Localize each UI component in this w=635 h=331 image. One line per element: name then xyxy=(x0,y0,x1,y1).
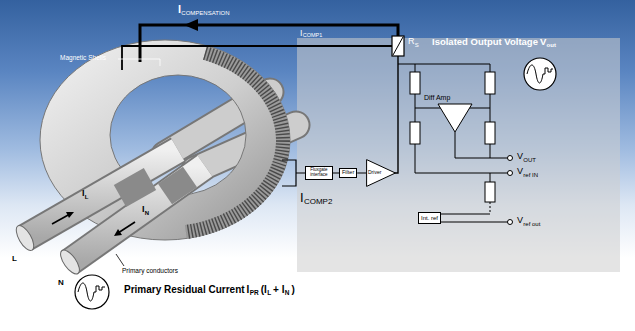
compensation-wire xyxy=(140,25,398,62)
current-subscript: N xyxy=(145,210,149,216)
pin-name: V xyxy=(517,216,523,225)
pin-subscript: ref out xyxy=(523,221,540,227)
conductor-n-band xyxy=(165,177,190,194)
node-text: Driver xyxy=(368,170,381,175)
current-arrow xyxy=(118,222,135,233)
arrow-head xyxy=(66,212,74,218)
current-subscript: L xyxy=(85,194,89,200)
resistor-symbol xyxy=(485,182,495,202)
terminal xyxy=(508,156,513,161)
current-symbol: I xyxy=(247,285,250,295)
node-text: Filter xyxy=(342,170,354,176)
resistor-symbol xyxy=(410,72,420,94)
terminal xyxy=(508,220,513,225)
filter-box: Filter xyxy=(339,168,357,179)
waveform-scope xyxy=(75,58,556,309)
reference-box: Int. ref xyxy=(418,212,441,223)
formula-text: ) xyxy=(292,285,295,295)
winding-body xyxy=(186,53,283,232)
wire xyxy=(398,64,490,72)
pin-subscript: OUT xyxy=(523,157,536,163)
current-subscript: N xyxy=(285,290,290,297)
resistor-symbol xyxy=(410,72,495,202)
conductor-near xyxy=(13,150,205,277)
driver-output-wire xyxy=(385,56,398,173)
electronics-panel xyxy=(297,38,620,272)
part-name: Magnetic Shells xyxy=(60,55,106,62)
formula-text: + I xyxy=(273,285,284,295)
triangle-outline xyxy=(367,160,396,187)
conductor-n-body xyxy=(70,166,205,262)
leader-line xyxy=(116,254,124,266)
current-symbol: I xyxy=(82,189,85,198)
resistor-symbol xyxy=(485,122,495,144)
interface-box: Fluxgate interface xyxy=(305,166,333,180)
shunt-resistor-mark xyxy=(393,37,403,55)
formula-text: (I xyxy=(261,285,267,295)
conductor-l-end xyxy=(13,223,37,253)
pin-name: V xyxy=(517,167,523,176)
conductor-name: L xyxy=(12,255,17,263)
current-subscript: COMPENSATION xyxy=(181,10,229,16)
output-title: Isolated Output Voltage xyxy=(432,37,538,47)
pin-name: V xyxy=(517,152,523,161)
current-subscript: L xyxy=(267,290,271,297)
waveform xyxy=(527,65,553,83)
part-name: Diff Amp xyxy=(424,94,450,101)
resistor-symbol xyxy=(485,72,495,94)
current-symbol: I xyxy=(300,29,302,38)
scope-circle xyxy=(524,58,556,90)
driver-amplifier: Driver xyxy=(366,159,396,187)
signal-wire xyxy=(357,172,366,173)
voltage-symbol: V xyxy=(540,37,546,47)
winding-turns xyxy=(186,53,283,232)
leader-line xyxy=(118,59,160,66)
conductor-n-body xyxy=(70,166,205,262)
wire xyxy=(455,132,510,158)
formula-text: Primary Residual Current xyxy=(124,285,245,295)
node-text: Fluxgate interface xyxy=(308,168,330,177)
conductor-n-end xyxy=(57,247,83,277)
arrow-head xyxy=(114,229,122,236)
conductor-name: N xyxy=(58,279,64,287)
wire xyxy=(440,214,510,222)
scope-circle xyxy=(75,275,109,309)
conductor-l-band xyxy=(120,179,150,196)
voltage-subscript: out xyxy=(547,42,556,48)
current-subscript: PR xyxy=(250,290,259,297)
shunt-resistor xyxy=(392,36,404,56)
current-symbol: I xyxy=(178,4,181,15)
waveform xyxy=(78,283,105,301)
current-arrow-head xyxy=(184,19,198,31)
fluxgate-lead xyxy=(282,160,305,186)
node-text: Int. ref xyxy=(421,215,438,221)
wire xyxy=(415,144,510,182)
wire xyxy=(490,202,491,214)
current-subscript: COMP1 xyxy=(303,33,323,39)
opamp-symbol xyxy=(438,104,472,132)
diff-amp-wiring xyxy=(398,64,510,222)
part-name: Primary conductors xyxy=(122,268,178,275)
terminal xyxy=(508,171,513,176)
current-symbol: I xyxy=(300,191,304,204)
current-symbol: I xyxy=(142,205,145,214)
terminal xyxy=(508,156,513,225)
pin-subscript: ref IN xyxy=(523,172,538,178)
resistor-symbol xyxy=(410,122,420,144)
comp1-wire xyxy=(122,46,392,70)
current-subscript: COMP2 xyxy=(304,198,332,206)
current-arrow xyxy=(52,214,70,224)
resistor-subscript: S xyxy=(415,42,419,48)
resistor-name: R xyxy=(408,37,415,46)
